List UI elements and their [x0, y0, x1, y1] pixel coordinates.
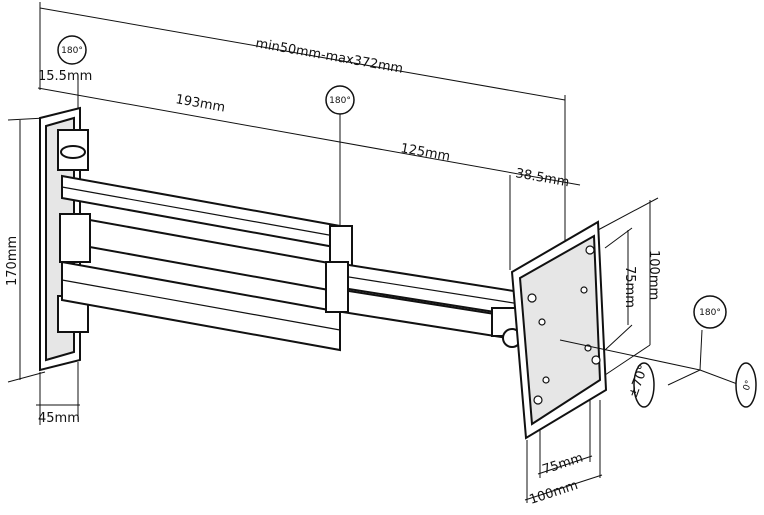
label-head-depth: 38.5mm [514, 166, 570, 190]
rotate-icon: 180° [693, 295, 727, 329]
label-vesa-outer-vertical: 100mm [646, 250, 661, 300]
label-wall-offset: 15.5mm [38, 69, 92, 84]
second-arm [325, 260, 521, 342]
rotate-icon: 180° [325, 85, 355, 115]
rotation-axes [559, 329, 741, 386]
label-wall-width: 45mm [38, 411, 80, 426]
label-level: 0° [742, 379, 755, 392]
svg-text:180°: 180° [699, 308, 721, 318]
tilt-icon [633, 362, 655, 408]
level-icon [735, 362, 757, 408]
label-vesa-inner-horizontal: 75mm [541, 451, 585, 478]
dimension-lines [7, 2, 659, 503]
svg-text:180°: 180° [329, 96, 351, 106]
first-arm [59, 174, 353, 352]
svg-text:180°: 180° [61, 46, 83, 56]
rotate-icon: 180° [57, 35, 87, 65]
label-vesa-outer-horizontal: 100mm [528, 478, 580, 508]
label-second-arm: 125mm [399, 141, 451, 164]
vesa-plate [510, 220, 608, 440]
label-total-extension: min50mm-max372mm [254, 36, 404, 77]
label-vesa-inner-vertical: 75mm [622, 266, 637, 308]
label-wall-height: 170mm [5, 236, 20, 286]
label-first-arm: 193mm [174, 92, 226, 115]
